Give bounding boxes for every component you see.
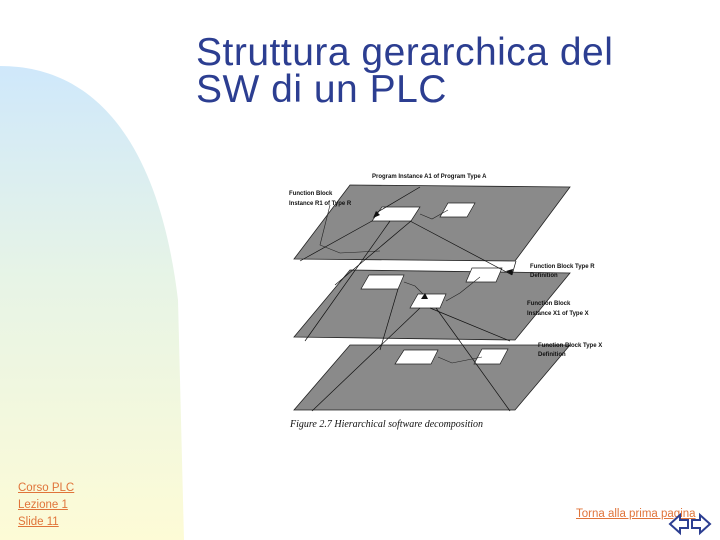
label-fb-instance-r1-line2: Instance R1 of Type R (289, 201, 352, 207)
back-to-first-page-link[interactable]: Torna alla prima pagina (576, 508, 696, 520)
slide-title-line-1: Struttura gerarchica del (196, 31, 614, 74)
left-right-arrows-icon[interactable] (668, 512, 712, 536)
hierarchy-diagram: Program Instance A1 of Program Type A Fu… (289, 174, 602, 412)
label-fb-type-r-line2: Definition (530, 273, 558, 279)
label-fb-type-x-line1: Function Block Type X (538, 343, 602, 349)
label-fb-instance-x1-line2: Instance X1 of Type X (527, 311, 589, 317)
top-block-right (439, 202, 476, 218)
middle-block-right (465, 267, 503, 283)
label-fb-type-r-line1: Function Block Type R (530, 264, 595, 270)
slide-title: Struttura gerarchica del SW di un PLC (196, 31, 706, 111)
slide-number-link[interactable]: Slide 11 (18, 516, 59, 528)
middle-block-center (409, 293, 447, 309)
footer-info: Corso PLC Lezione 1 Slide 11 (18, 480, 74, 531)
bottom-block-right (473, 348, 509, 365)
bottom-block-left (394, 349, 439, 365)
lesson-link[interactable]: Lezione 1 (18, 499, 68, 511)
middle-block-left (360, 274, 405, 290)
footer-back: Torna alla prima pagina (576, 507, 696, 522)
figure-caption: Figure 2.7 Hierarchical software decompo… (290, 419, 484, 430)
label-fb-instance-r1-line1: Function Block (289, 191, 333, 197)
label-fb-type-x-line2: Definition (538, 352, 566, 358)
slide-title-line-2: SW di un PLC (196, 68, 447, 111)
label-fb-instance-x1-line1: Function Block (527, 301, 571, 307)
label-program-instance: Program Instance A1 of Program Type A (372, 174, 487, 180)
top-plane (293, 184, 571, 262)
course-link[interactable]: Corso PLC (18, 482, 75, 494)
